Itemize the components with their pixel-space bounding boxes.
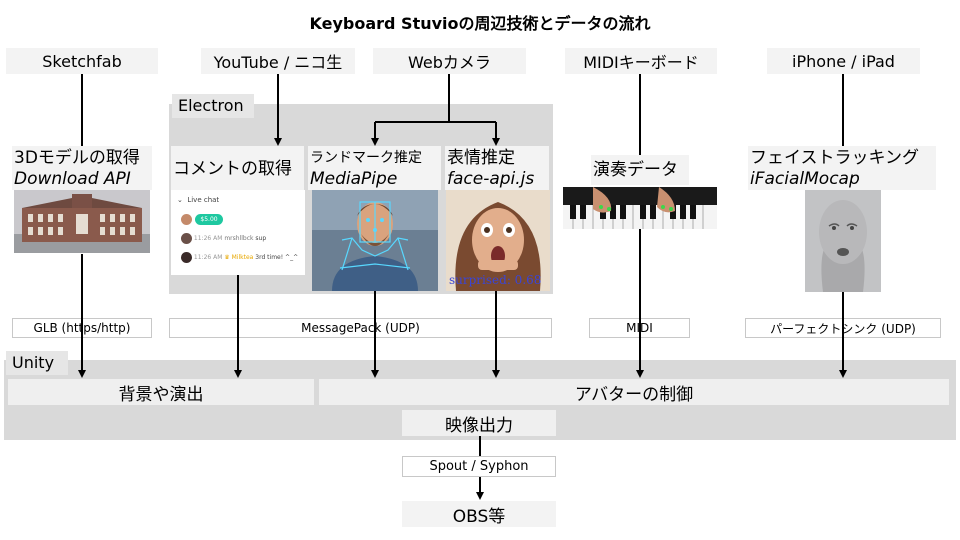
piano-image <box>563 187 717 229</box>
avatar <box>181 252 192 263</box>
source-webcam: Webカメラ <box>373 48 526 74</box>
chat-text: sup <box>255 235 267 242</box>
ifacialmocap-image <box>805 190 881 292</box>
avatar <box>181 233 192 244</box>
chat-user: mrshllbck <box>224 235 254 242</box>
building-image <box>14 190 150 253</box>
module-face-tracking-subtitle: iFacialMocap <box>750 169 860 189</box>
module-comment: コメントの取得 <box>171 146 304 190</box>
module-expression-title: 表情推定 <box>447 148 515 168</box>
source-youtube: YouTube / ニコ生 <box>201 48 355 74</box>
face-api-image: surprised: 0.68 <box>446 190 550 291</box>
module-expression: 表情推定 face-api.js <box>445 146 549 190</box>
module-model3d-subtitle: Download API <box>14 169 131 189</box>
chat-row-2: 11:26 AM ♛ Milktea 3rd time! ^_^ <box>181 252 298 263</box>
module-landmark-subtitle: MediaPipe <box>310 169 398 189</box>
chat-row-1: 11:26 AM mrshllbck sup <box>181 233 266 244</box>
unity-video-output: 映像出力 <box>402 410 556 436</box>
mediapipe-image <box>312 190 438 291</box>
live-chat-panel: ⌄ Live chat $5.00 11:26 AM mrshllbck sup… <box>171 190 305 275</box>
unity-label: Unity <box>6 351 68 375</box>
spout-syphon: Spout / Syphon <box>402 456 556 477</box>
expression-readout: surprised: 0.68 <box>449 273 542 287</box>
module-landmark-title: ランドマーク推定 <box>310 150 422 166</box>
live-chat-header-label: Live chat <box>187 196 220 204</box>
protocol-messagepack: MessagePack (UDP) <box>169 318 552 338</box>
module-face-tracking: フェイストラッキング iFacialMocap <box>748 146 936 190</box>
module-performance: 演奏データ <box>591 155 689 185</box>
module-model3d: 3Dモデルの取得 Download API <box>12 146 152 190</box>
module-comment-title: コメントの取得 <box>173 159 292 179</box>
super-chat-amount: $5.00 <box>195 214 223 225</box>
avatar <box>181 214 192 225</box>
module-expression-subtitle: face-api.js <box>447 169 535 189</box>
electron-label: Electron <box>172 94 254 118</box>
module-performance-title: 演奏データ <box>593 160 678 180</box>
chat-user: Milktea <box>231 254 254 261</box>
crown-icon: ♛ <box>224 254 230 261</box>
chevron-down-icon: ⌄ <box>177 196 183 204</box>
chat-time: 11:26 AM <box>193 235 223 242</box>
chat-text: 3rd time! ^_^ <box>255 254 299 261</box>
unity-background-effects: 背景や演出 <box>8 379 314 405</box>
source-iphone: iPhone / iPad <box>767 48 920 74</box>
live-chat-header: ⌄ Live chat <box>177 196 219 204</box>
chat-time: 11:26 AM <box>193 254 223 261</box>
source-sketchfab: Sketchfab <box>6 48 158 74</box>
module-landmark: ランドマーク推定 MediaPipe <box>308 146 441 190</box>
module-face-tracking-title: フェイストラッキング <box>750 148 919 168</box>
module-model3d-title: 3Dモデルの取得 <box>14 148 140 168</box>
source-midi-keyboard: MIDIキーボード <box>565 48 717 74</box>
diagram-title: Keyboard Stuvioの周辺技術とデータの流れ <box>309 14 651 33</box>
obs-output: OBS等 <box>402 501 556 527</box>
unity-avatar-control: アバターの制御 <box>319 379 949 405</box>
